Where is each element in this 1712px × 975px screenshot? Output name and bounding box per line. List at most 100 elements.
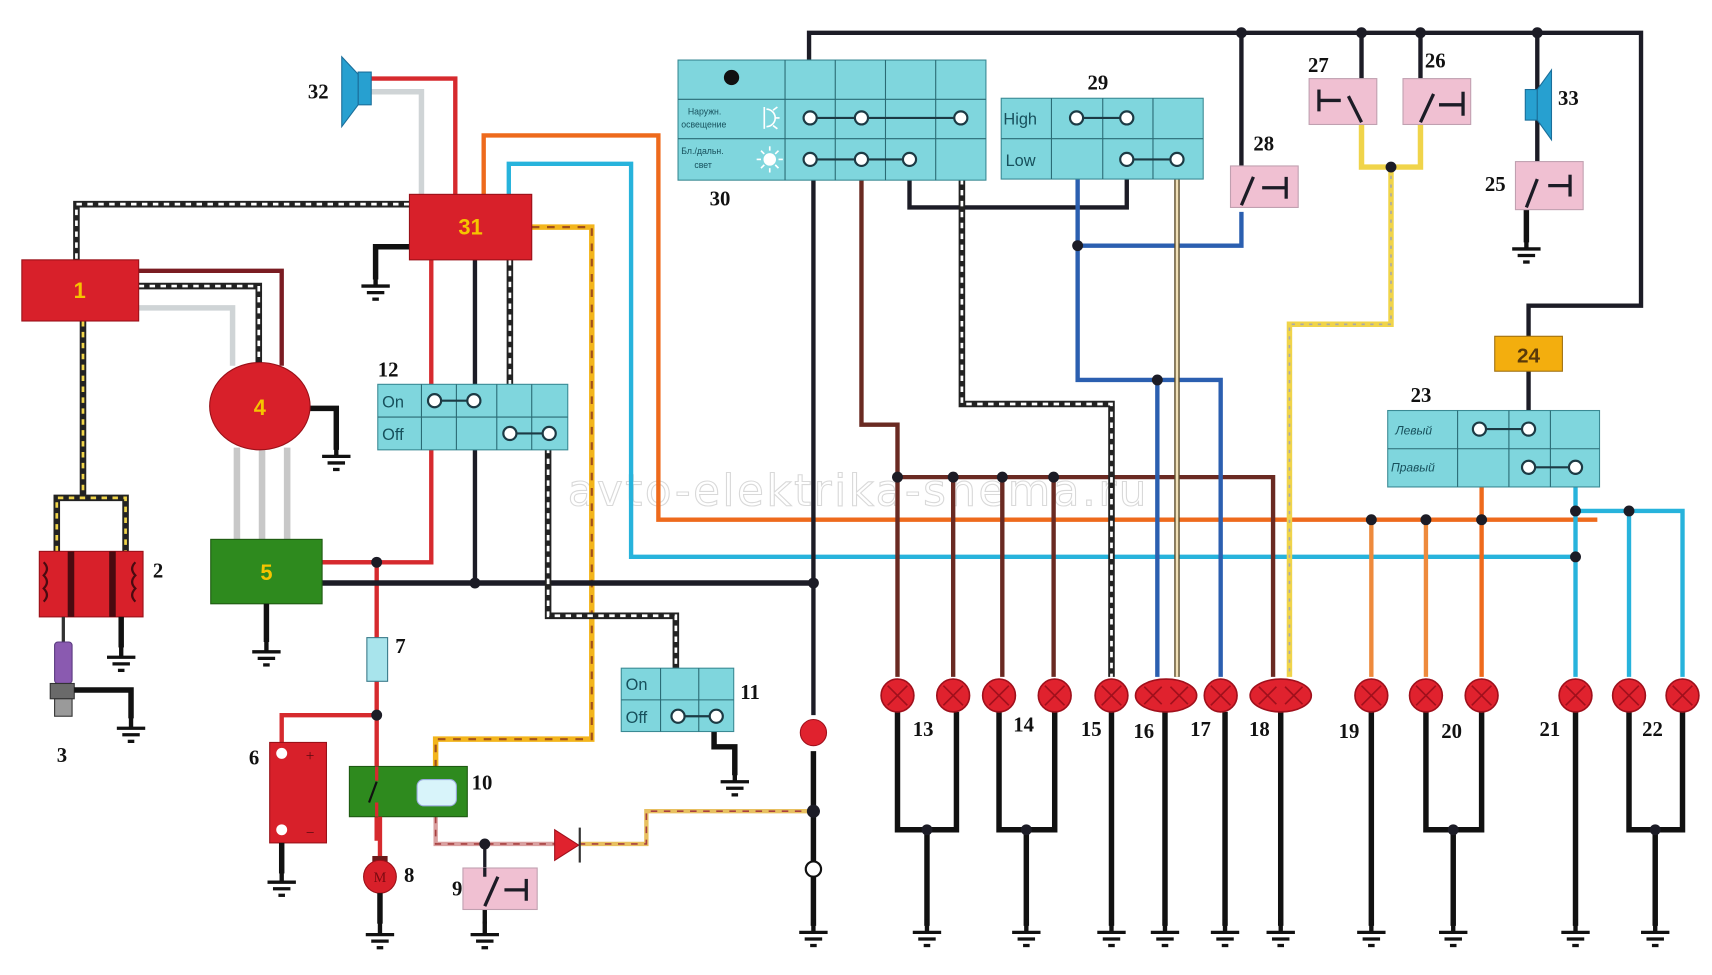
headlight-icon xyxy=(756,146,783,173)
label-9: 9 xyxy=(452,878,462,900)
label-23: 23 xyxy=(1411,385,1432,407)
switch-29-low: Low xyxy=(1006,152,1036,170)
label-28: 28 xyxy=(1253,134,1274,156)
button-25[interactable]: 25 xyxy=(1485,161,1584,211)
switch-11-off: Off xyxy=(626,709,648,727)
label-6: 6 xyxy=(249,747,259,769)
label-1: 1 xyxy=(74,278,86,303)
wire-yellow-26-27 xyxy=(1358,124,1424,170)
label-10: 10 xyxy=(472,772,493,794)
switch-12-on: On xyxy=(382,393,404,411)
switch-30-row2-line2: свет xyxy=(694,160,711,170)
label-20: 20 xyxy=(1441,721,1462,743)
wire-top-bus xyxy=(806,30,1644,339)
button-27[interactable]: 27 xyxy=(1308,55,1378,126)
wire-diode-bus xyxy=(578,809,814,847)
horn-32: 32 xyxy=(308,55,372,129)
label-29: 29 xyxy=(1087,73,1108,95)
block-31: 31 xyxy=(408,193,533,261)
label-24: 24 xyxy=(1517,344,1541,367)
button-26[interactable]: 26 xyxy=(1402,51,1472,126)
switch-23-right: Правый xyxy=(1391,461,1435,475)
lamp-15: 15 xyxy=(1081,678,1129,741)
wire-dotted-30-15 xyxy=(958,179,1115,677)
wire-red-32-31 xyxy=(371,76,458,197)
wire-31-ground xyxy=(372,244,410,280)
label-27: 27 xyxy=(1308,55,1329,77)
wire-blue-29 xyxy=(1075,179,1223,677)
flasher-relay-24: 24 xyxy=(1494,335,1563,372)
regulator-5: 5 xyxy=(210,538,323,665)
label-7: 7 xyxy=(395,636,405,658)
switch-12-off: Off xyxy=(382,426,404,444)
ignition-coil-2: 2 xyxy=(38,550,163,670)
starter-relay-10: 10 xyxy=(348,765,493,818)
starter-motor-8: M 8 xyxy=(363,816,414,948)
parking-light-icon xyxy=(763,106,780,130)
lamp-13: 13 xyxy=(880,678,971,741)
wire-brown-30 xyxy=(859,179,900,677)
lamp-20: 20 xyxy=(1408,678,1499,743)
label-18: 18 xyxy=(1249,719,1270,741)
battery-6: + − 6 xyxy=(249,741,328,895)
label-19: 19 xyxy=(1339,721,1360,743)
switch-29-high: High xyxy=(1003,110,1037,128)
label-4: 4 xyxy=(254,395,267,420)
block-1: 1 xyxy=(21,259,140,322)
label-33: 33 xyxy=(1558,88,1579,110)
wire-white-32-31 xyxy=(371,88,425,197)
lamp-22: 22 xyxy=(1611,678,1700,741)
switch-30-lights[interactable]: Наружн. освещение Бл./дальн. свет 30 xyxy=(677,59,987,210)
switch-30-row1-line2: освещение xyxy=(681,120,726,130)
label-15: 15 xyxy=(1081,719,1102,741)
label-8: 8 xyxy=(404,865,414,887)
wire-31-1 xyxy=(73,200,410,260)
battery-minus: − xyxy=(306,824,315,841)
button-9[interactable]: 9 xyxy=(452,867,538,911)
label-17: 17 xyxy=(1190,719,1211,741)
switch-11-on: On xyxy=(626,676,648,694)
wire-1-4-red xyxy=(138,268,284,366)
label-25: 25 xyxy=(1485,174,1506,196)
lamp-14: 14 xyxy=(981,678,1072,737)
label-32: 32 xyxy=(308,81,329,103)
label-2: 2 xyxy=(153,561,163,583)
wires xyxy=(53,27,1686,947)
lamp-21: 21 xyxy=(1539,678,1593,741)
switch-30-row1-line1: Наружн. xyxy=(688,107,721,117)
lamp-17: 17 xyxy=(1190,678,1238,741)
label-14: 14 xyxy=(1013,715,1034,737)
switch-12[interactable]: On Off 12 xyxy=(377,360,569,451)
label-26: 26 xyxy=(1425,51,1446,73)
connector xyxy=(799,718,828,878)
label-5: 5 xyxy=(260,560,272,585)
wire-red-to-6 xyxy=(279,712,377,754)
switch-29-beam[interactable]: High Low 29 xyxy=(1000,73,1204,180)
label-12: 12 xyxy=(378,360,399,382)
label-31: 31 xyxy=(458,215,482,240)
wire-orange-main xyxy=(481,133,1598,522)
spark-plug-3: 3 xyxy=(49,616,145,767)
label-21: 21 xyxy=(1539,719,1560,741)
wire-relay-diode xyxy=(433,816,555,847)
switch-11[interactable]: On Off 11 xyxy=(620,667,760,733)
label-13: 13 xyxy=(913,719,934,741)
label-3: 3 xyxy=(57,745,67,767)
motor-symbol: M xyxy=(374,870,387,886)
label-22: 22 xyxy=(1642,719,1663,741)
switch-23-turn[interactable]: Левый Правый 23 xyxy=(1387,385,1601,488)
label-30: 30 xyxy=(710,188,731,210)
wire-brown-bus xyxy=(897,474,1276,677)
diode xyxy=(554,827,581,863)
lamp-18: 18 xyxy=(1249,678,1313,741)
switch-23-left: Левый xyxy=(1394,424,1432,438)
lamp-16: 16 xyxy=(1133,678,1198,743)
wire-black-30-29 xyxy=(907,179,1129,210)
lamp-19: 19 xyxy=(1339,678,1389,743)
wire-1-4-dotted xyxy=(138,282,263,366)
wire-cyan-main xyxy=(506,161,1576,560)
generator-4: 4 xyxy=(209,361,311,451)
fuse-7: 7 xyxy=(366,636,406,682)
button-28[interactable]: 28 xyxy=(1229,134,1299,208)
